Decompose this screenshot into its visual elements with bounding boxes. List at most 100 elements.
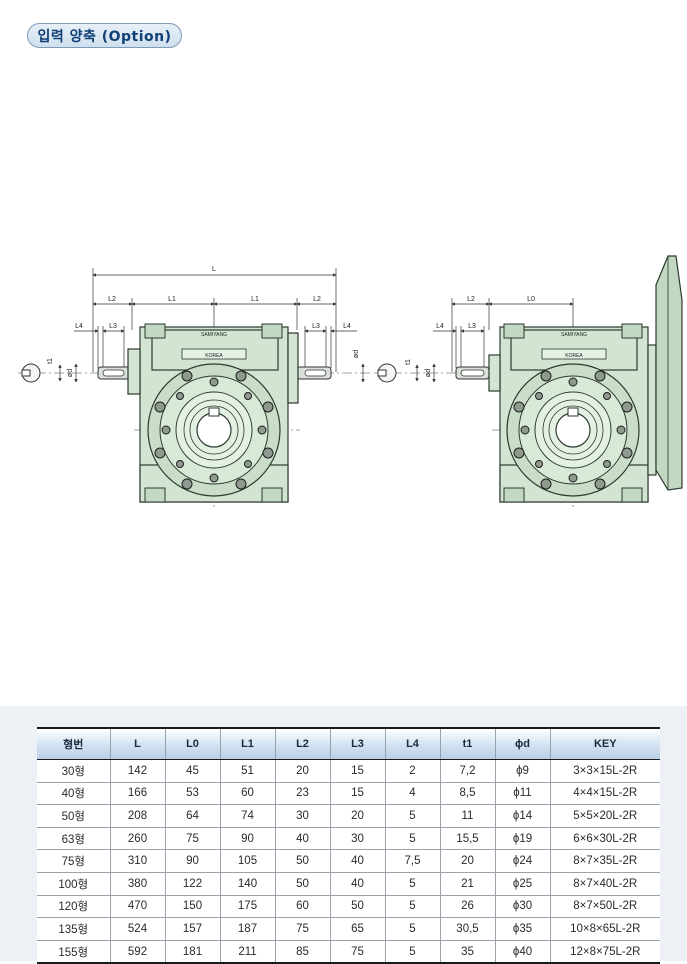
table-cell: 65	[329, 917, 385, 941]
dim-label-phi-d-right-view: ød	[425, 369, 432, 377]
table-cell: 53	[164, 782, 220, 806]
table-cell: 2	[384, 759, 440, 783]
model-cell: 120형	[37, 895, 110, 919]
table-cell: 50	[274, 872, 330, 896]
table-cell: 40	[274, 827, 330, 851]
table-cell: 5	[384, 872, 440, 896]
table-cell: ϕ35	[494, 917, 550, 941]
table-cell: 4	[384, 782, 440, 806]
col-header: L4	[384, 727, 440, 760]
table-cell: 20	[439, 849, 495, 873]
dim-label-L1-right: L1	[251, 296, 259, 303]
dim-label-L3-left: L3	[109, 323, 117, 330]
table-cell: 15,5	[439, 827, 495, 851]
model-cell: 100형	[37, 872, 110, 896]
model-cell: 40형	[37, 782, 110, 806]
dim-label-L4-right: L4	[343, 323, 351, 330]
dim-label-L: L	[212, 266, 216, 273]
dim-label-L4-left: L4	[75, 323, 83, 330]
right-gearbox-view: SAMIYANG KOREA L2 L0 L4 L3 t1	[374, 255, 683, 510]
table-cell: 157	[164, 917, 220, 941]
table-cell: 140	[219, 872, 275, 896]
model-cell: 63형	[37, 827, 110, 851]
table-cell: 8×7×35L-2R	[549, 849, 660, 873]
table-cell: 50	[274, 849, 330, 873]
table-cell: 12×8×75L-2R	[549, 940, 660, 964]
table-cell: ϕ14	[494, 804, 550, 828]
table-cell: 5	[384, 827, 440, 851]
table-cell: ϕ11	[494, 782, 550, 806]
table-cell: 105	[219, 849, 275, 873]
table-cell: 20	[274, 759, 330, 783]
table-cell: 260	[109, 827, 165, 851]
table-cell: 60	[219, 782, 275, 806]
table-cell: 26	[439, 895, 495, 919]
dim-label-phi-d-right: ød	[353, 350, 360, 358]
table-cell: 122	[164, 872, 220, 896]
table-cell: 3×3×15L-2R	[549, 759, 660, 783]
table-cell: 5×5×20L-2R	[549, 804, 660, 828]
table-cell: 75	[329, 940, 385, 964]
table-cell: 15	[329, 759, 385, 783]
table-cell: 187	[219, 917, 275, 941]
table-cell: 175	[219, 895, 275, 919]
col-header: L3	[329, 727, 385, 760]
table-cell: 74	[219, 804, 275, 828]
left-nameplate-brand: SAMIYANG	[201, 332, 227, 338]
table-cell: 75	[274, 917, 330, 941]
col-header: L2	[274, 727, 330, 760]
table-cell: 7,5	[384, 849, 440, 873]
table-cell: 5	[384, 940, 440, 964]
table-cell: 5	[384, 895, 440, 919]
table-cell: 8×7×50L-2R	[549, 895, 660, 919]
model-cell: 30형	[37, 759, 110, 783]
table-cell: ϕ24	[494, 849, 550, 873]
table-cell: 30	[274, 804, 330, 828]
table-cell: 90	[164, 849, 220, 873]
dim-label-L2-left: L2	[108, 296, 116, 303]
table-cell: 10×8×65L-2R	[549, 917, 660, 941]
table-cell: 40	[329, 872, 385, 896]
table-cell: 90	[219, 827, 275, 851]
dim-label-L1-left: L1	[168, 296, 176, 303]
table-cell: 150	[164, 895, 220, 919]
table-cell: 85	[274, 940, 330, 964]
table-cell: ϕ19	[494, 827, 550, 851]
table-cell: ϕ9	[494, 759, 550, 783]
dim-label-phi-d-left: ød	[67, 369, 74, 377]
dim-label-t1: t1	[47, 358, 54, 364]
table-cell: 5	[384, 804, 440, 828]
right-nameplate-country: KOREA	[565, 353, 583, 359]
col-header: t1	[439, 727, 495, 760]
gearbox-technical-drawing: SAMIYANG KOREA L L2 L1 L1	[18, 255, 683, 510]
left-nameplate-country: KOREA	[205, 353, 223, 359]
dim-label-L4-right-view: L4	[436, 323, 444, 330]
table-cell: 23	[274, 782, 330, 806]
col-header: ϕd	[494, 727, 550, 760]
col-header: 형번	[37, 727, 110, 760]
dim-label-L0: L0	[527, 296, 535, 303]
table-cell: 15	[329, 782, 385, 806]
table-cell: 30	[329, 827, 385, 851]
section-title: 입력 양축 (Option)	[37, 28, 172, 45]
table-cell: 30,5	[439, 917, 495, 941]
table-cell: 524	[109, 917, 165, 941]
dim-label-L3-right-view: L3	[468, 323, 476, 330]
table-cell: 35	[439, 940, 495, 964]
table-cell: 50	[329, 895, 385, 919]
table-cell: 8×7×40L-2R	[549, 872, 660, 896]
col-header: L1	[219, 727, 275, 760]
table-cell: 4×4×15L-2R	[549, 782, 660, 806]
table-cell: 592	[109, 940, 165, 964]
table-header-row: 형번 L L0 L1 L2 L3 L4 t1 ϕd KEY	[37, 727, 660, 760]
